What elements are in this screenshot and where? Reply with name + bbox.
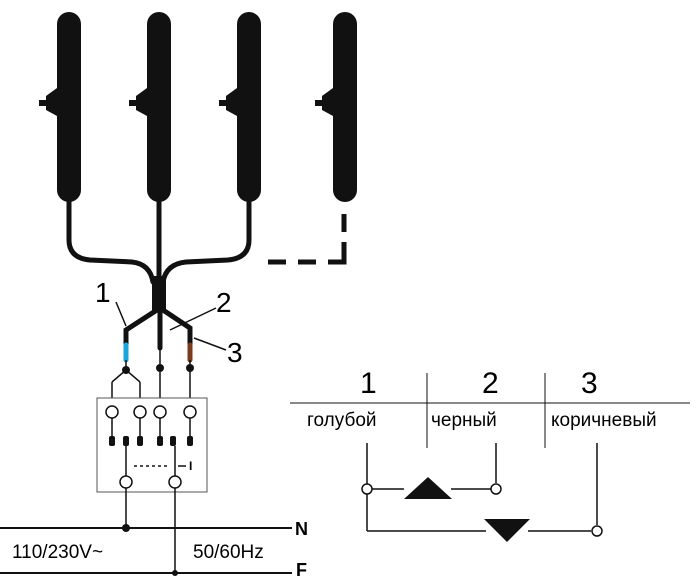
terminal	[105, 405, 119, 419]
voltage-label: 110/230V~	[12, 542, 103, 563]
terminal	[183, 405, 197, 419]
junction-dots	[122, 364, 194, 374]
terminal	[168, 475, 182, 489]
wire-number-3: 3	[227, 337, 243, 368]
heater-1	[39, 12, 81, 202]
line-f-label: F	[296, 560, 307, 576]
legend-number-2: 2	[482, 367, 499, 400]
heater-2	[129, 12, 171, 202]
legend-label-black: черный	[431, 410, 497, 431]
contact-node	[591, 525, 603, 537]
arrow-down-icon	[484, 519, 530, 542]
heater-3	[219, 12, 261, 202]
legend-number-1: 1	[360, 367, 377, 400]
wire-split	[123, 305, 193, 363]
switch-mark: I	[189, 459, 192, 473]
contact-node	[490, 483, 502, 495]
terminal	[119, 475, 133, 489]
terminal	[133, 405, 147, 419]
wire-number-1: 1	[95, 277, 111, 308]
terminal	[153, 405, 167, 419]
contact-node	[361, 483, 373, 495]
switch-box: I	[96, 397, 208, 493]
junction-dot	[122, 524, 130, 532]
frequency-label: 50/60Hz	[193, 542, 264, 563]
cable-bundle	[152, 276, 166, 310]
junction-dot	[172, 570, 178, 576]
wire-number-2: 2	[216, 287, 232, 318]
legend-number-3: 3	[581, 367, 598, 400]
heater-cables	[66, 197, 347, 285]
arrow-up-icon	[404, 477, 452, 499]
legend-label-blue: голубой	[307, 410, 377, 431]
legend-label-brown: коричневый	[551, 410, 657, 431]
heater-4	[315, 12, 357, 202]
control-schematic	[366, 443, 598, 532]
wire-legend: 1 2 3 голубой черный коричневый	[290, 367, 690, 448]
wire-leaders	[115, 301, 227, 351]
line-n-label: N	[295, 519, 308, 539]
supply-lines	[0, 488, 292, 574]
